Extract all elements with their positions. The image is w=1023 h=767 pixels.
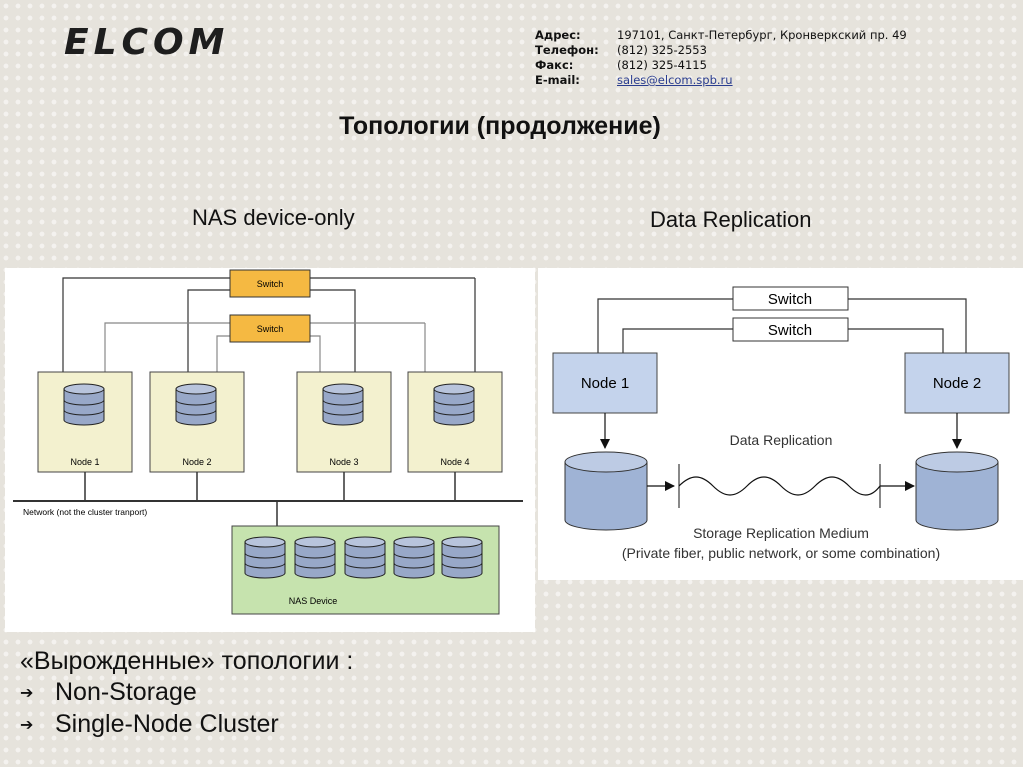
arrow-bullet-icon: ➔ <box>20 716 34 734</box>
disk-icon <box>175 383 217 426</box>
list-item-label: Single-Node Cluster <box>55 709 279 738</box>
list-item-label: Non-Storage <box>55 678 197 706</box>
contact-address: Адрес: 197101, Санкт-Петербург, Кронверкс… <box>535 28 907 43</box>
node-label: Node 3 <box>329 457 358 467</box>
switch-box <box>732 286 849 311</box>
contact-value: 197101, Санкт-Петербург, Кронверкский пр… <box>617 28 907 42</box>
contact-label: Факс: <box>535 58 574 72</box>
node-label: Node 4 <box>440 457 469 467</box>
contact-value: (812) 325-4115 <box>617 58 707 72</box>
secondary-switch-links <box>104 322 426 372</box>
switch-box <box>732 317 849 342</box>
disk-icon <box>244 536 286 579</box>
arrow-bullet-icon: ➔ <box>20 684 34 702</box>
node2-label: Node 2 <box>933 375 981 392</box>
left-diagram-caption: NAS device-only <box>192 205 355 230</box>
switch-label: Switch <box>257 279 284 289</box>
degenerate-topologies-list: «Вырожденные» топологии : ➔ Non-Storage ➔… <box>20 646 353 741</box>
page-title: Топологии (продолжение) <box>339 112 661 140</box>
email-link[interactable]: sales@elcom.spb.ru <box>617 73 733 87</box>
list-item: ➔ Non-Storage <box>20 677 353 709</box>
replication-diagram-panel: Switch Switch Node 1 Node 2 <box>538 268 1023 580</box>
contact-label: Адрес: <box>535 28 581 42</box>
primary-switch-links <box>62 277 476 372</box>
nas-diagram: Switch Switch Node 1 Node 2 Node 3 Node … <box>13 269 523 615</box>
disk-icon <box>344 536 386 579</box>
elcom-logo: ELCOM <box>64 22 230 63</box>
disk-icon <box>393 536 435 579</box>
replication-label: Data Replication <box>730 432 833 448</box>
node1-label: Node 1 <box>581 375 629 392</box>
disk-icon <box>322 383 364 426</box>
node1-box <box>552 352 658 414</box>
list-item: ➔ Single-Node Cluster <box>20 709 353 741</box>
disk-icon <box>441 536 483 579</box>
node2-box <box>904 352 1010 414</box>
medium-label: Storage Replication Medium <box>693 525 869 541</box>
wavy-link <box>678 476 881 496</box>
nas-label: NAS Device <box>289 596 338 606</box>
node-box: Node 3 <box>296 371 392 473</box>
switch-label: Switch <box>768 291 812 308</box>
disk-icon <box>433 383 475 426</box>
contact-label: E-mail: <box>535 73 580 87</box>
switch-box <box>229 269 311 298</box>
nas-diagram-panel: Switch Switch Node 1 Node 2 Node 3 Node … <box>5 268 535 632</box>
node-box: Node 2 <box>149 371 245 473</box>
switch-box <box>229 314 311 343</box>
node-box: Node 4 <box>407 371 503 473</box>
network-bus <box>13 472 523 526</box>
disk-icon <box>294 536 336 579</box>
switch-label: Switch <box>257 324 284 334</box>
node-box: Node 1 <box>37 371 133 473</box>
contact-phone: Телефон: (812) 325-2553 <box>535 43 907 58</box>
node-label: Node 2 <box>182 457 211 467</box>
medium-sublabel: (Private fiber, public network, or some … <box>622 545 940 561</box>
storage-cylinder-icon <box>564 451 648 531</box>
right-diagram-caption: Data Replication <box>650 207 812 232</box>
disk-icon <box>63 383 105 426</box>
switch-links <box>597 298 967 353</box>
node-label: Node 1 <box>70 457 99 467</box>
contact-fax: Факс: (812) 325-4115 <box>535 58 907 73</box>
nas-device: NAS Device <box>231 525 500 615</box>
switch-label: Switch <box>768 322 812 339</box>
replication-diagram: Switch Switch Node 1 Node 2 <box>552 286 1010 561</box>
list-heading: «Вырожденные» топологии : <box>20 647 354 675</box>
storage-cylinder-icon <box>915 451 999 531</box>
contact-label: Телефон: <box>535 43 599 57</box>
contact-block: Адрес: 197101, Санкт-Петербург, Кронверкс… <box>535 28 907 88</box>
contact-email: E-mail: sales@elcom.spb.ru <box>535 73 907 88</box>
network-label: Network (not the cluster tranport) <box>23 507 147 517</box>
contact-value: (812) 325-2553 <box>617 43 707 57</box>
